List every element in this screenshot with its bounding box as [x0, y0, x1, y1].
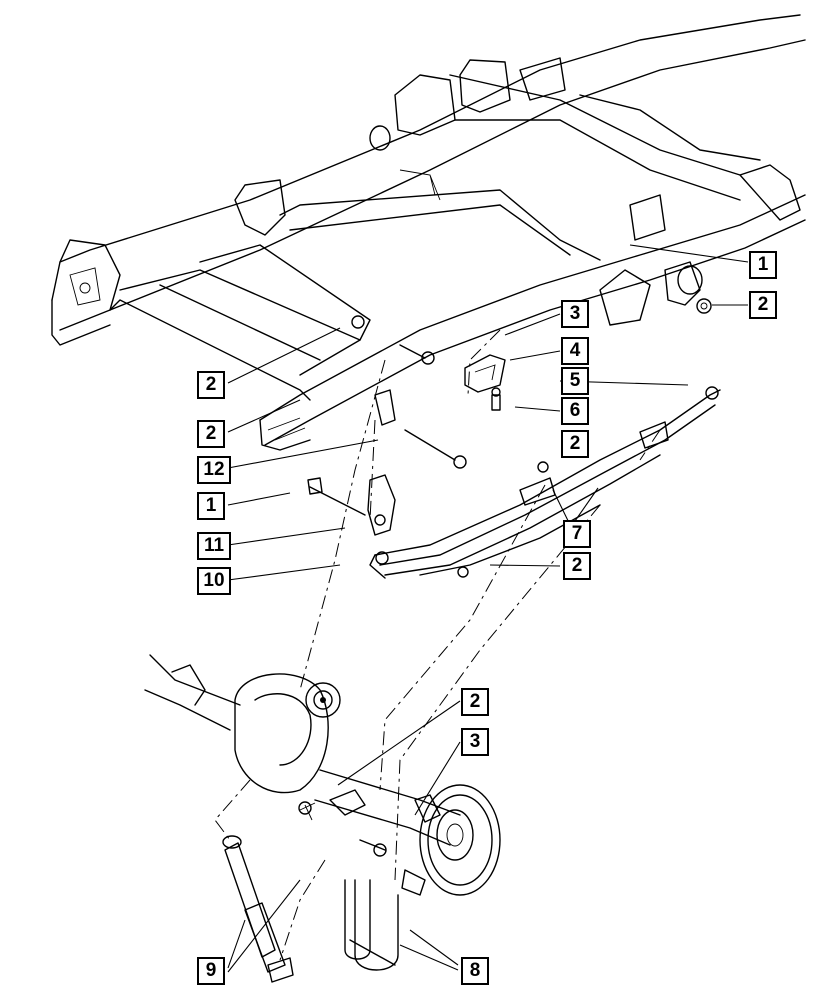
leaf-spring [369, 386, 721, 579]
assembly-lines [214, 329, 661, 961]
callout-2[interactable]: 2 [563, 552, 591, 580]
callout-4[interactable]: 4 [561, 337, 589, 365]
shock-absorber [222, 835, 294, 983]
callout-10[interactable]: 10 [197, 567, 231, 595]
bump-stop-bracket [464, 354, 506, 393]
frame-crossmembers [109, 74, 761, 401]
spring-shackle [367, 389, 396, 536]
frame-fasteners [307, 298, 712, 578]
callout-2[interactable]: 2 [197, 420, 225, 448]
callout-12[interactable]: 12 [197, 456, 231, 484]
callout-11[interactable]: 11 [197, 532, 231, 560]
callout-1[interactable]: 1 [197, 492, 225, 520]
callout-2[interactable]: 2 [197, 371, 225, 399]
callout-1[interactable]: 1 [749, 251, 777, 279]
callout-6[interactable]: 6 [561, 397, 589, 425]
brake-drum [401, 784, 501, 896]
frame-left-rail [51, 14, 806, 346]
callout-2[interactable]: 2 [749, 291, 777, 319]
callout-3[interactable]: 3 [461, 728, 489, 756]
rear-axle-housing [144, 654, 461, 857]
callout-3[interactable]: 3 [561, 300, 589, 328]
callout-8[interactable]: 8 [461, 957, 489, 985]
callout-2[interactable]: 2 [561, 430, 589, 458]
frame-right-rail [259, 164, 806, 451]
callout-9[interactable]: 9 [197, 957, 225, 985]
callout-7[interactable]: 7 [563, 520, 591, 548]
callout-2[interactable]: 2 [461, 688, 489, 716]
callout-5[interactable]: 5 [561, 367, 589, 395]
u-bolts [344, 879, 399, 971]
